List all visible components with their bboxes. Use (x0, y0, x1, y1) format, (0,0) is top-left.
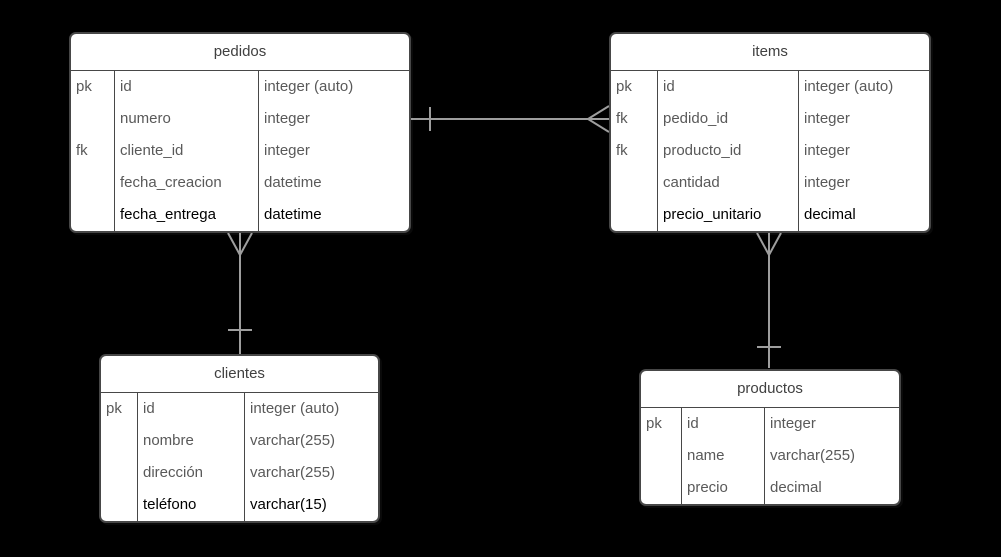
cell-key (641, 440, 681, 472)
table-row: precio_unitario decimal (611, 199, 929, 231)
cell-type: integer (auto) (804, 78, 894, 95)
cell-type: integer (auto) (264, 78, 354, 95)
cell-type: integer (770, 415, 816, 432)
table-title: productos (641, 371, 899, 408)
cell-name: pedido_id (663, 110, 729, 127)
table-row: fk pedido_id integer (611, 103, 929, 135)
cell-name: numero (120, 110, 171, 127)
table-body: pk id integer name varchar(255) precio decimal (641, 408, 899, 504)
cell-name: fecha_creacion (120, 174, 222, 191)
cell-key: fk (76, 142, 88, 159)
cell-name: teléfono (143, 496, 197, 513)
cell-name: id (663, 78, 675, 95)
cell-type: integer (804, 174, 850, 191)
table-row: teléfono varchar(15) (101, 489, 378, 521)
table-row: pk id integer (auto) (101, 393, 378, 425)
cell-type: varchar(255) (250, 464, 336, 481)
cell-key (71, 103, 114, 135)
cell-key: pk (106, 400, 122, 417)
cell-type: varchar(255) (250, 432, 336, 449)
cell-type: decimal (804, 206, 856, 223)
table-row: pk id integer (auto) (71, 71, 409, 103)
cell-name: fecha_entrega (120, 206, 216, 223)
cardinality-many-marker (756, 232, 782, 258)
cell-type: integer (804, 110, 850, 127)
cell-key (611, 167, 657, 199)
table-row: fecha_creacion datetime (71, 167, 409, 199)
table-body: pk id integer (auto) numero integer fk cliente… (71, 71, 409, 231)
table-title: pedidos (71, 34, 409, 71)
table-row: dirección varchar(255) (101, 457, 378, 489)
cell-type: integer (804, 142, 850, 159)
cell-name: precio_unitario (663, 206, 762, 223)
cell-type: integer (264, 110, 310, 127)
cell-key: pk (646, 415, 662, 432)
table-row: fk producto_id integer (611, 135, 929, 167)
cell-key: pk (616, 78, 632, 95)
cell-key (611, 199, 657, 231)
cell-type: varchar(255) (770, 447, 856, 464)
table-row: pk id integer (641, 408, 899, 440)
table-productos[interactable]: productos pk id integer name varchar(255) pre… (639, 369, 901, 506)
cell-type: decimal (770, 479, 822, 496)
cell-type: integer (264, 142, 310, 159)
connector-clientes-pedidos[interactable] (227, 232, 253, 354)
table-row: nombre varchar(255) (101, 425, 378, 457)
cell-name: precio (687, 479, 728, 496)
cell-type: datetime (264, 174, 322, 191)
cell-type: datetime (264, 206, 322, 223)
cell-key (101, 457, 137, 489)
cell-name: producto_id (663, 142, 742, 159)
cell-name: name (687, 447, 725, 464)
cell-key (101, 489, 137, 521)
cell-name: nombre (143, 432, 194, 449)
table-row: pk id integer (auto) (611, 71, 929, 103)
cell-key (101, 425, 137, 457)
cell-type: varchar(15) (250, 496, 327, 513)
table-row: precio decimal (641, 472, 899, 504)
table-row: name varchar(255) (641, 440, 899, 472)
connector-productos-items[interactable] (756, 232, 782, 368)
table-row: fk cliente_id integer (71, 135, 409, 167)
connector-pedidos-items[interactable] (411, 105, 610, 133)
cardinality-many-marker (586, 105, 610, 133)
table-row: cantidad integer (611, 167, 929, 199)
cell-name: id (143, 400, 155, 417)
cardinality-many-marker (227, 232, 253, 258)
cell-key (641, 472, 681, 504)
cell-key: fk (616, 110, 628, 127)
cell-key (71, 199, 114, 231)
cell-name: id (120, 78, 132, 95)
cell-name: id (687, 415, 699, 432)
table-row: numero integer (71, 103, 409, 135)
cell-key: fk (616, 142, 628, 159)
cell-name: dirección (143, 464, 204, 481)
cell-type: integer (auto) (250, 400, 340, 417)
table-title: items (611, 34, 929, 71)
table-clientes[interactable]: clientes pk id integer (auto) nombre varchar… (99, 354, 380, 523)
cell-key (71, 167, 114, 199)
cell-name: cliente_id (120, 142, 184, 159)
table-title: clientes (101, 356, 378, 393)
cell-name: cantidad (663, 174, 720, 191)
cell-key: pk (76, 78, 92, 95)
table-row: fecha_entrega datetime (71, 199, 409, 231)
